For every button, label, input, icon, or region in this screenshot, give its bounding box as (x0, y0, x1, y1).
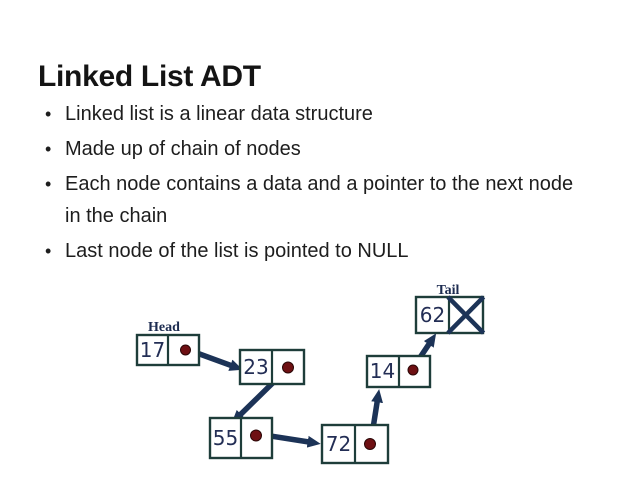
pointer-dot (282, 361, 294, 374)
list-node: 72 (320, 423, 390, 465)
bullet-marker: • (45, 241, 52, 261)
bullet-text: Each node contains a data and a pointer … (65, 173, 574, 227)
head-label: Head (148, 320, 180, 335)
list-node: 55 (208, 416, 274, 460)
bullet-item: • Linked list is a linear data structure (40, 98, 577, 130)
list-node: 62 (414, 295, 486, 335)
pointer-dot (407, 364, 419, 376)
list-node: 14 (365, 354, 432, 389)
bullet-marker: • (45, 174, 52, 194)
bullet-marker: • (45, 104, 52, 124)
bullet-text: Made up of chain of nodes (65, 138, 301, 160)
node-value: 23 (243, 355, 268, 379)
list-node: 17 (135, 333, 201, 367)
bullet-item: • Each node contains a data and a pointe… (40, 168, 577, 232)
list-node: 23 (238, 348, 306, 386)
pointer-dot (180, 344, 191, 356)
bullet-text: Last node of the list is pointed to NULL (65, 240, 409, 262)
node-value: 14 (370, 359, 395, 383)
node-value: 55 (213, 426, 238, 450)
null-pointer-icon (446, 295, 486, 335)
bullet-item: • Last node of the list is pointed to NU… (40, 235, 577, 267)
bullet-marker: • (45, 139, 52, 159)
node-value: 62 (420, 303, 445, 327)
pointer-dot (250, 429, 262, 442)
slide-title: Linked List ADT (38, 60, 261, 94)
node-value: 17 (140, 338, 165, 362)
pointer-dot (364, 438, 376, 450)
tail-label: Tail (437, 283, 460, 298)
node-value: 72 (326, 432, 351, 456)
bullet-text: Linked list is a linear data structure (65, 103, 373, 125)
bullet-list: • Linked list is a linear data structure… (40, 98, 577, 270)
bullet-item: • Made up of chain of nodes (40, 133, 577, 165)
